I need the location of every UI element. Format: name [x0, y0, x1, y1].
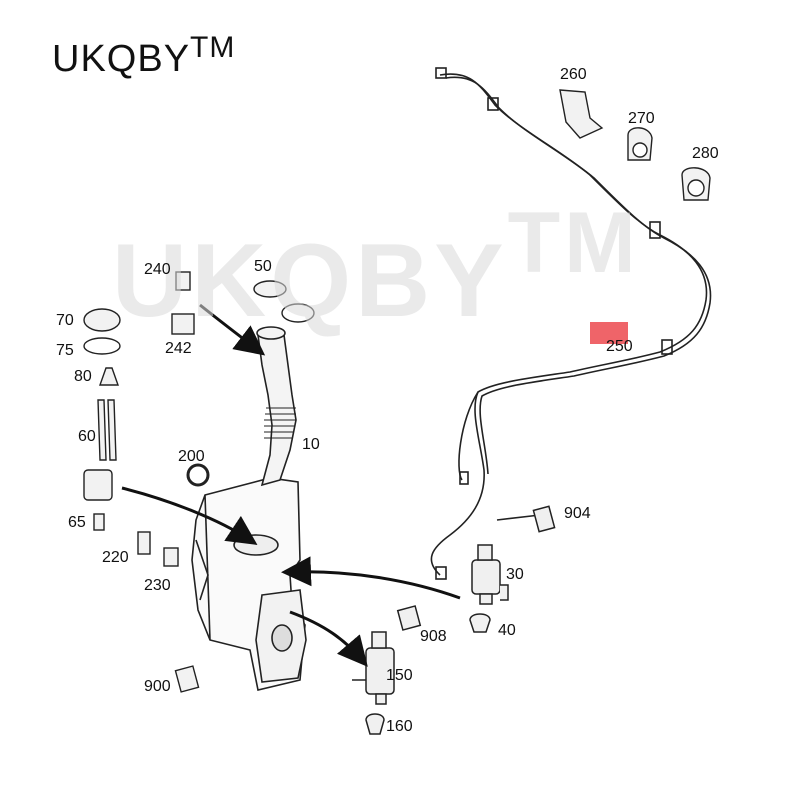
brand-tm: TM	[190, 31, 236, 64]
callout-75: 75	[56, 342, 74, 359]
filler-neck	[256, 326, 297, 487]
brand-text: UKQBY	[52, 38, 191, 80]
callout-10: 10	[302, 436, 320, 453]
small-parts	[83, 271, 315, 693]
callout-260: 260	[560, 66, 587, 83]
hose-brackets	[559, 89, 711, 201]
callout-250: 250	[606, 338, 633, 355]
callout-40: 40	[498, 622, 516, 639]
callout-900: 900	[144, 678, 171, 695]
callout-230: 230	[144, 577, 171, 594]
callout-150: 150	[386, 667, 413, 684]
callout-270: 270	[628, 110, 655, 127]
callout-240: 240	[144, 261, 171, 278]
callout-280: 280	[692, 145, 719, 162]
callout-70: 70	[56, 312, 74, 329]
callout-80: 80	[74, 368, 92, 385]
callout-50: 50	[254, 258, 272, 275]
watermark: UKQBYTM	[112, 195, 640, 341]
highlight-marker	[590, 322, 628, 344]
callout-220: 220	[102, 549, 129, 566]
connection-arrows	[121, 303, 461, 667]
callout-65: 65	[68, 514, 86, 531]
pump-150	[352, 605, 422, 735]
callout-60: 60	[78, 428, 96, 445]
callout-242: 242	[165, 340, 192, 357]
callout-160: 160	[386, 718, 413, 735]
callout-908: 908	[420, 628, 447, 645]
callout-30: 30	[506, 566, 524, 583]
callout-200: 200	[178, 448, 205, 465]
pump-30	[469, 505, 556, 633]
reservoir-tank	[191, 477, 307, 691]
brand-logo: UKQBYTM	[52, 31, 235, 81]
watermark-tm: TM	[507, 195, 640, 291]
hose-assembly	[430, 67, 712, 580]
watermark-text: UKQBY	[112, 223, 508, 339]
callout-904: 904	[564, 505, 591, 522]
